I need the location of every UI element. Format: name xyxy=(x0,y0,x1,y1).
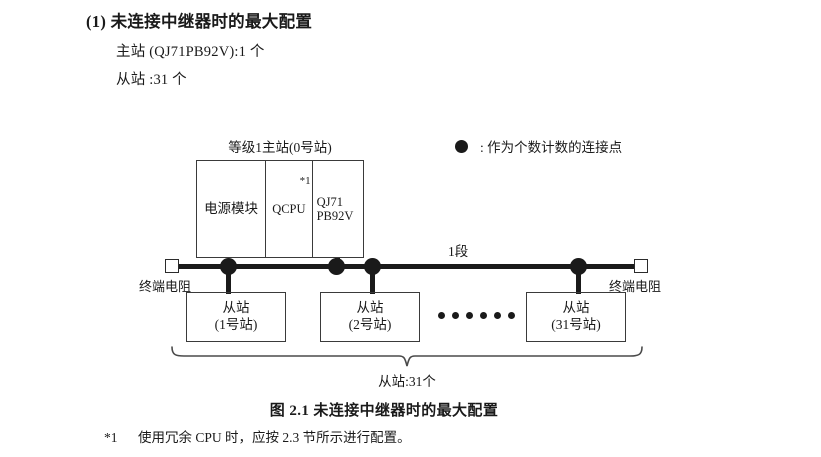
ellipsis-dot xyxy=(452,312,459,319)
terminal-resistor-right-icon xyxy=(634,259,648,273)
bus-trunk-line xyxy=(178,264,639,269)
ellipsis-dot xyxy=(480,312,487,319)
section-title: 未连接中继器时的最大配置 xyxy=(110,12,313,31)
slave-drop-line xyxy=(370,268,375,294)
ellipsis-dot xyxy=(466,312,473,319)
terminal-resistor-left-label: 终端电阻 xyxy=(139,279,192,294)
footnote-text: 使用冗余 CPU 时，应按 2.3 节所示进行配置。 xyxy=(138,430,411,445)
qcpu-footnote-mark: *1 xyxy=(299,175,311,187)
slave-drop-line xyxy=(226,268,231,294)
slave-drop-line xyxy=(576,268,581,294)
section-line-slave: 从站 :31 个 xyxy=(116,72,187,88)
slave-station-box: 从站 (1号站) xyxy=(186,292,286,342)
section-heading: (1) 未连接中继器时的最大配置 xyxy=(86,8,312,32)
slave-count-brace xyxy=(168,346,646,368)
master-module-label: QJ71 PB92V xyxy=(317,195,354,224)
terminal-resistor-left-icon xyxy=(165,259,179,273)
slave-station-label-line2: (31号站) xyxy=(551,317,601,332)
connection-node xyxy=(220,258,237,275)
slave-station-box: 从站 (31号站) xyxy=(526,292,626,342)
legend: : 作为个数计数的连接点 xyxy=(455,136,622,156)
master-module-label-line2: PB92V xyxy=(316,209,354,223)
legend-text: : 作为个数计数的连接点 xyxy=(480,140,623,155)
slave-station-label-line2: (2号站) xyxy=(348,317,392,332)
power-module-label: 电源模块 xyxy=(204,201,259,217)
section-line-master: 主站 (QJ71PB92V):1 个 xyxy=(116,44,265,60)
slave-station-label-line1: 从站 xyxy=(222,300,250,316)
slave-count-label: 从站:31个 xyxy=(378,374,436,389)
master-station-label: 等级1主站(0号站) xyxy=(228,140,332,155)
ellipsis-dot xyxy=(494,312,501,319)
slave-station-label-line1: 从站 xyxy=(356,300,384,316)
ellipsis-dots xyxy=(438,312,515,319)
power-module-cell: 电源模块 xyxy=(197,161,267,257)
slave-station-label-line2: (1号站) xyxy=(214,317,258,332)
ellipsis-dot xyxy=(508,312,515,319)
terminal-resistor-right-label: 终端电阻 xyxy=(609,279,662,294)
brace-shape-icon xyxy=(171,346,643,367)
ellipsis-dot xyxy=(438,312,445,319)
master-module-cell: QJ71 PB92V xyxy=(313,161,363,257)
master-station-box: 电源模块 QCPU *1 QJ71 PB92V xyxy=(196,160,364,258)
qcpu-label: QCPU xyxy=(272,201,306,216)
connection-node xyxy=(364,258,381,275)
slave-station-label-line1: 从站 xyxy=(562,300,590,316)
filled-circle-icon xyxy=(455,139,468,153)
master-module-label-line1: QJ71 xyxy=(316,194,343,209)
figure-caption: 图 2.1 未连接中继器时的最大配置 xyxy=(269,403,499,419)
footnote: *1 使用冗余 CPU 时，应按 2.3 节所示进行配置。 xyxy=(104,426,411,446)
qcpu-cell: QCPU *1 xyxy=(266,161,313,257)
slave-station-box: 从站 (2号站) xyxy=(320,292,420,342)
segment-label: 1段 xyxy=(448,244,469,259)
footnote-mark: *1 xyxy=(104,430,118,445)
connection-node xyxy=(328,258,345,275)
section-number: (1) xyxy=(86,12,107,31)
connection-node xyxy=(570,258,587,275)
